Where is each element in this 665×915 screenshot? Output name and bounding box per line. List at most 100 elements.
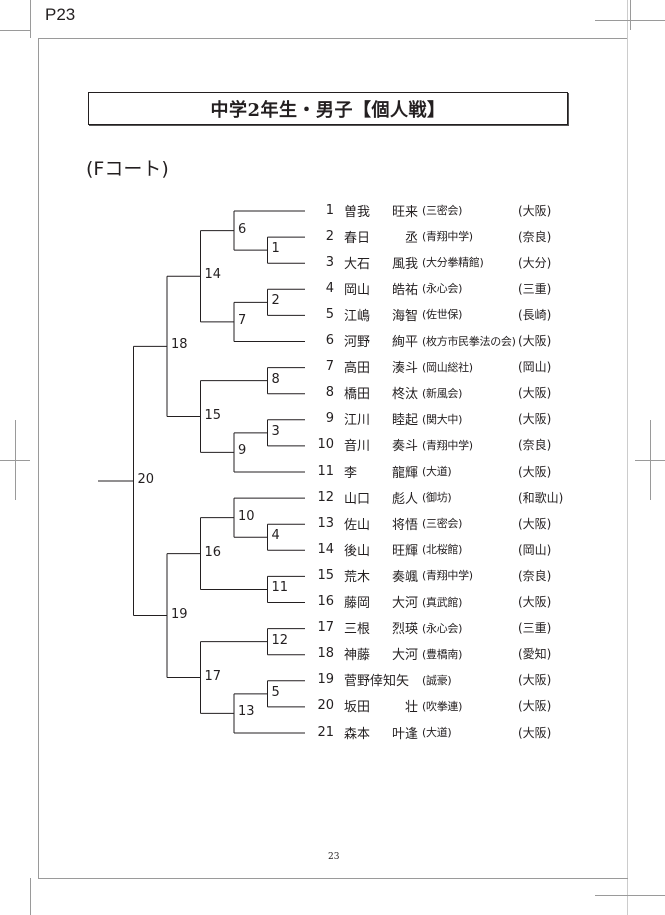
match-number: 18	[171, 337, 188, 353]
frame-left-line	[38, 38, 39, 878]
player-number: 7	[325, 359, 334, 375]
crop-mark	[15, 420, 16, 500]
player-given-name: 睦起	[391, 413, 418, 429]
player-given-name: 彪人	[391, 491, 418, 507]
player-club: (関大中)	[422, 412, 463, 426]
player-given-name: 大河	[391, 596, 418, 611]
player-number: 13	[317, 515, 334, 531]
player-given-name: 奏斗	[391, 439, 418, 455]
match-number: 14	[204, 267, 222, 283]
crop-mark	[30, 0, 31, 38]
page-label: P23	[45, 5, 76, 24]
player-surname: 神藤	[344, 648, 371, 664]
player-prefecture: (大阪)	[518, 699, 552, 714]
player-row: 10 音川 奏斗 (青翔中学) (奈良)	[310, 435, 551, 455]
player-prefecture: (大阪)	[518, 412, 552, 427]
player-prefecture: (愛知)	[518, 647, 552, 662]
match-number: 2	[271, 293, 280, 309]
player-given-name: 海智	[391, 308, 418, 324]
player-prefecture: (長崎)	[518, 307, 552, 322]
player-prefecture: (大阪)	[518, 595, 552, 609]
match-number: 17	[204, 668, 222, 684]
player-surname: 藤岡	[344, 596, 371, 611]
player-number: 15	[317, 567, 334, 583]
player-number: 10	[317, 437, 334, 453]
player-club: (大道)	[422, 726, 452, 739]
player-surname: 江川	[344, 413, 371, 429]
player-surname: 高田	[344, 361, 371, 377]
player-surname: 後山	[344, 543, 371, 559]
player-surname: 音川	[344, 439, 371, 455]
player-club: (青翔中学)	[422, 438, 473, 452]
player-prefecture: (三重)	[518, 621, 552, 636]
player-club: (誠豪)	[422, 673, 452, 687]
player-prefecture: (大阪)	[518, 464, 552, 479]
frame-bottom-line	[38, 878, 628, 879]
frame-right-line	[627, 0, 628, 915]
player-given-name: 大河	[391, 648, 418, 664]
player-number: 19	[317, 672, 334, 688]
player-given-name: 将悟	[391, 517, 418, 533]
player-club: (北桜館)	[422, 543, 463, 557]
match-number: 11	[271, 580, 289, 596]
player-club: (永心会)	[422, 282, 463, 296]
player-prefecture: (大阪)	[518, 334, 552, 348]
page-title: 中学2年生・男子【個人戦】	[210, 99, 446, 121]
player-club: (青翔中学)	[422, 230, 473, 244]
player-given-name: 奏颯	[391, 569, 418, 585]
match-number: 1	[271, 241, 280, 257]
player-prefecture: (奈良)	[518, 438, 552, 453]
crop-mark	[0, 30, 30, 31]
player-number: 18	[317, 646, 334, 662]
crop-mark	[630, 0, 631, 30]
player-surname: 江嶋	[344, 308, 371, 324]
page-number: 23	[328, 852, 340, 862]
player-number: 21	[317, 724, 334, 740]
match-number: 7	[238, 312, 247, 328]
player-club: (大道)	[422, 465, 452, 478]
player-number: 8	[325, 385, 334, 401]
player-row: 11 李 龍輝 (大道) (大阪)	[310, 461, 551, 481]
match-number: 9	[238, 443, 247, 459]
match-number: 8	[271, 371, 280, 387]
player-club: (三密会)	[422, 517, 463, 531]
player-prefecture: (岡山)	[518, 360, 552, 375]
player-club: (新風会)	[422, 386, 463, 400]
player-surname: 三根	[344, 622, 371, 638]
player-prefecture: (大阪)	[518, 386, 552, 401]
match-number: 4	[271, 528, 280, 544]
player-prefecture: (大阪)	[518, 516, 552, 531]
player-surname: 李	[344, 465, 358, 481]
player-club: (真武館)	[422, 595, 463, 609]
player-number: 17	[317, 620, 334, 636]
player-surname: 森本	[344, 726, 371, 742]
player-surname: 橋田	[344, 387, 371, 403]
match-number: 16	[204, 544, 222, 560]
player-given-name: 絢平	[391, 335, 418, 350]
match-number: 10	[238, 508, 255, 524]
player-number: 5	[325, 306, 334, 322]
player-prefecture: (奈良)	[518, 568, 552, 583]
frame-top-line	[38, 38, 628, 39]
match-number: 3	[271, 423, 280, 439]
match-number: 20	[137, 471, 155, 487]
player-number: 20	[317, 698, 334, 714]
player-number: 11	[317, 463, 334, 479]
player-surname: 河野	[344, 335, 371, 350]
player-given-name: 柊汰	[391, 387, 418, 403]
player-prefecture: (岡山)	[518, 542, 552, 557]
player-given-name: 龍輝	[391, 465, 418, 481]
